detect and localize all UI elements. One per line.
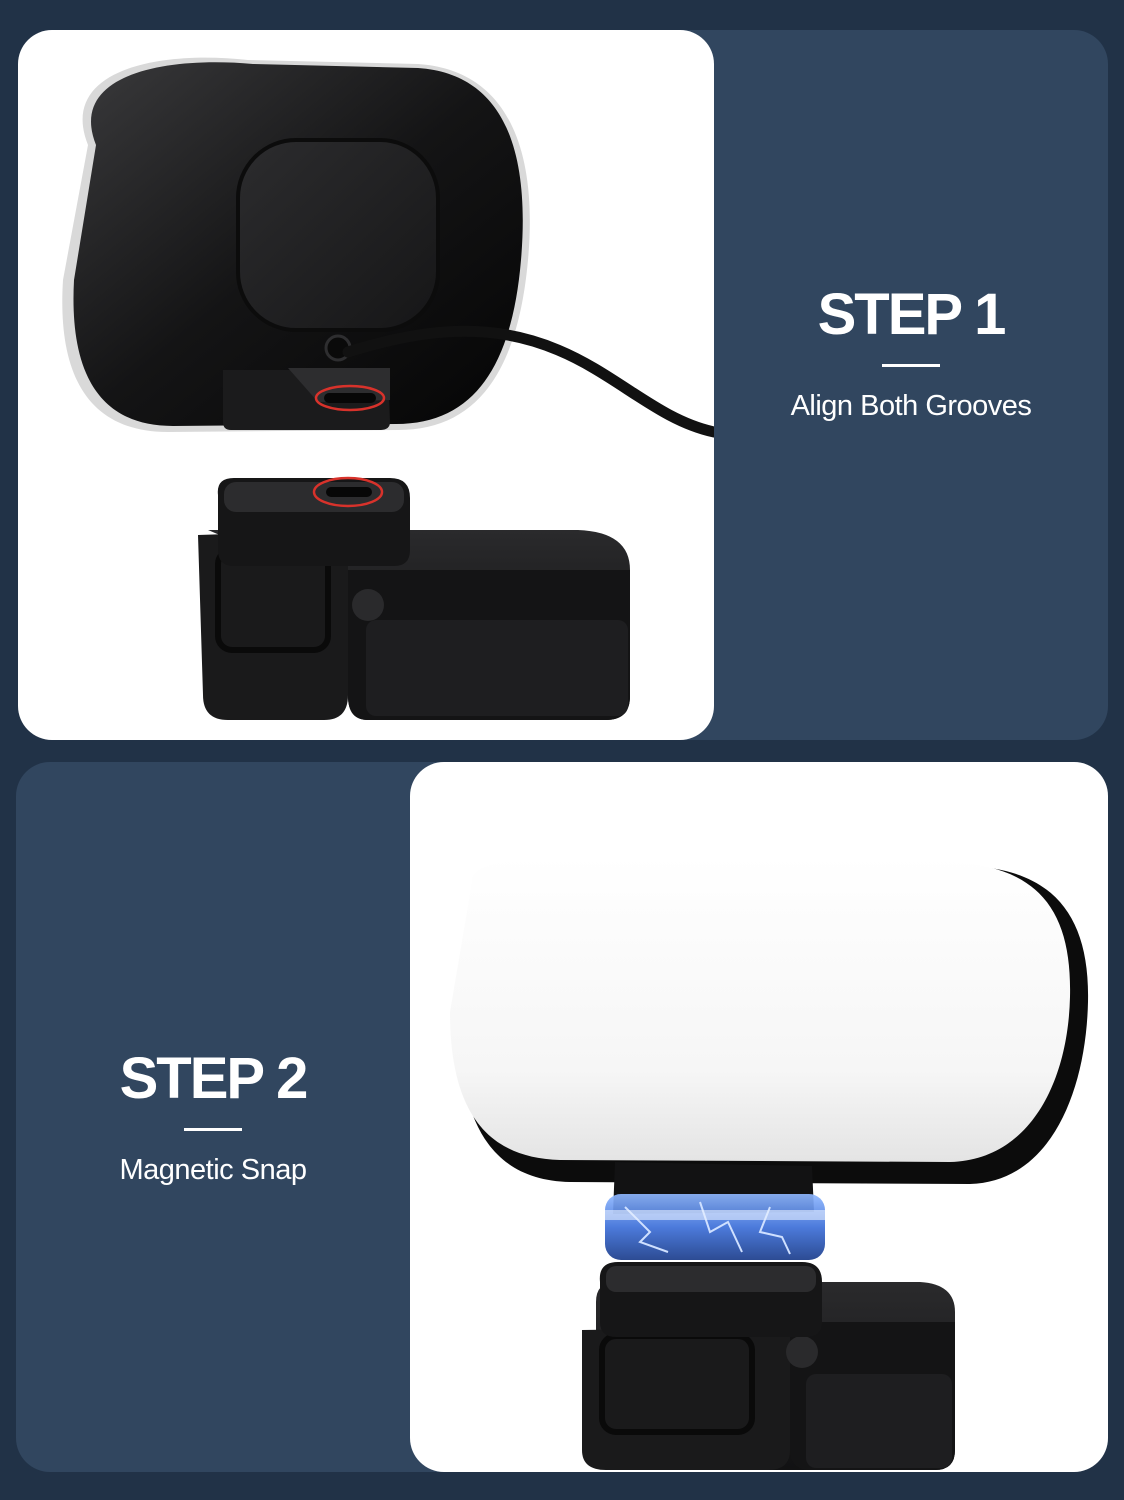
- step1-photo: [18, 30, 714, 740]
- step2-subtitle: Magnetic Snap: [119, 1154, 307, 1186]
- step2-title: STEP 2: [119, 1046, 309, 1111]
- light-snapped-illustration: [450, 855, 1089, 1472]
- step1-divider: [882, 364, 940, 367]
- step1-title: STEP 1: [817, 282, 1007, 347]
- light-separated-illustration: [62, 57, 714, 720]
- step2-photo: [410, 762, 1108, 1472]
- step2-caption: STEP 2 Magnetic Snap: [16, 1050, 410, 1188]
- step2-divider: [184, 1128, 242, 1131]
- step1-caption: STEP 1 Align Both Grooves: [714, 286, 1108, 424]
- step1-subtitle: Align Both Grooves: [790, 390, 1032, 422]
